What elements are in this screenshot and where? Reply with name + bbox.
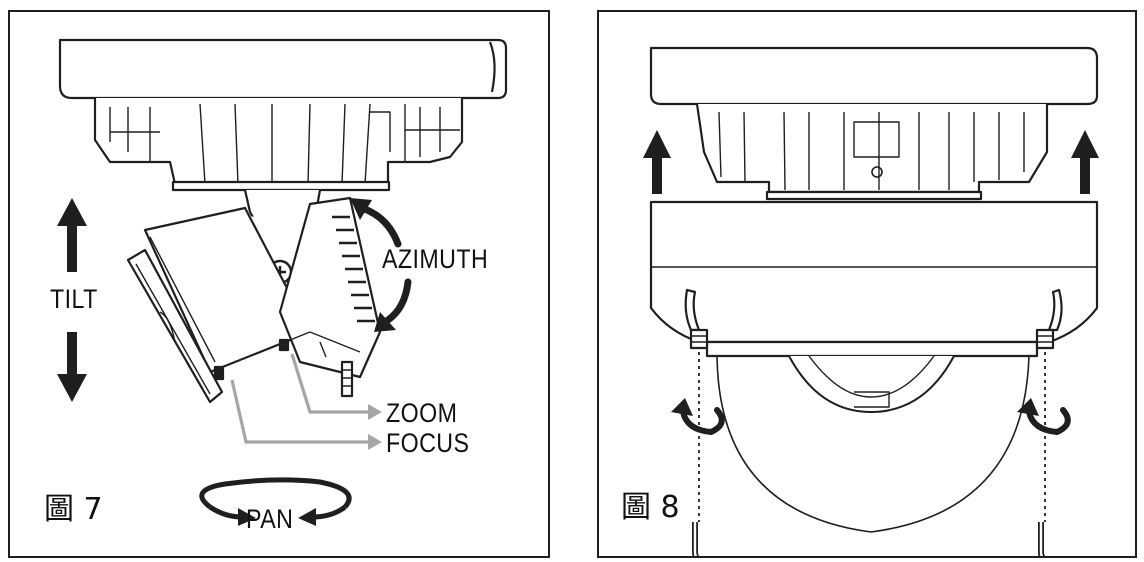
pan-ellipse-arrow: [199, 477, 352, 509]
focus-leader-line: [230, 379, 370, 444]
clear-dome-bubble: [716, 355, 1030, 533]
zoom-leader-line: [290, 353, 370, 414]
dome-base-mount: [695, 103, 1049, 194]
tilt-up-arrow: [57, 198, 87, 226]
dome-inner-rim: [705, 340, 1039, 358]
rotate-arrow-right: [1026, 407, 1071, 436]
dome-screw-left: [689, 328, 709, 350]
camera-module-adjustment-illustration: [57, 38, 508, 526]
figure-8-panel: 圖 8: [597, 10, 1137, 558]
zoom-focus-screw-shaft: [340, 360, 354, 398]
lift-arrow-left: [643, 130, 671, 158]
pan-label: PAN: [246, 504, 294, 534]
lens-front-plate: [126, 248, 224, 404]
camera-base-cover: [58, 38, 508, 100]
focus-leader-arrowhead: [368, 434, 382, 450]
allen-key-left: [692, 522, 700, 556]
allen-key-right: [1038, 522, 1046, 556]
zoom-leader-arrowhead: [368, 404, 382, 420]
dome-screw-right: [1035, 328, 1055, 350]
dome-base-cover: [649, 46, 1099, 106]
dome-housing-ring: [649, 200, 1099, 344]
lift-arrow-right: [1071, 130, 1099, 158]
figure-7-panel: TILT AZIMUTH ZOOM FOCUS PAN 圖 7: [8, 10, 550, 558]
dome-lens-assembly: [788, 355, 955, 413]
azimuth-arrow-top: [358, 204, 402, 248]
figure-8-caption: 圖 8: [621, 490, 680, 525]
rotate-arrow-left: [680, 407, 725, 436]
figure-7-caption: 圖 7: [44, 492, 103, 527]
focus-label: FOCUS: [386, 428, 470, 458]
dome-cover-removal-illustration: [643, 46, 1099, 556]
zoom-label: ZOOM: [386, 398, 458, 428]
azimuth-arrow-bottom: [384, 278, 412, 324]
azimuth-label: AZIMUTH: [382, 244, 489, 274]
tilt-down-arrow: [57, 374, 87, 402]
tilt-label: TILT: [50, 284, 98, 314]
